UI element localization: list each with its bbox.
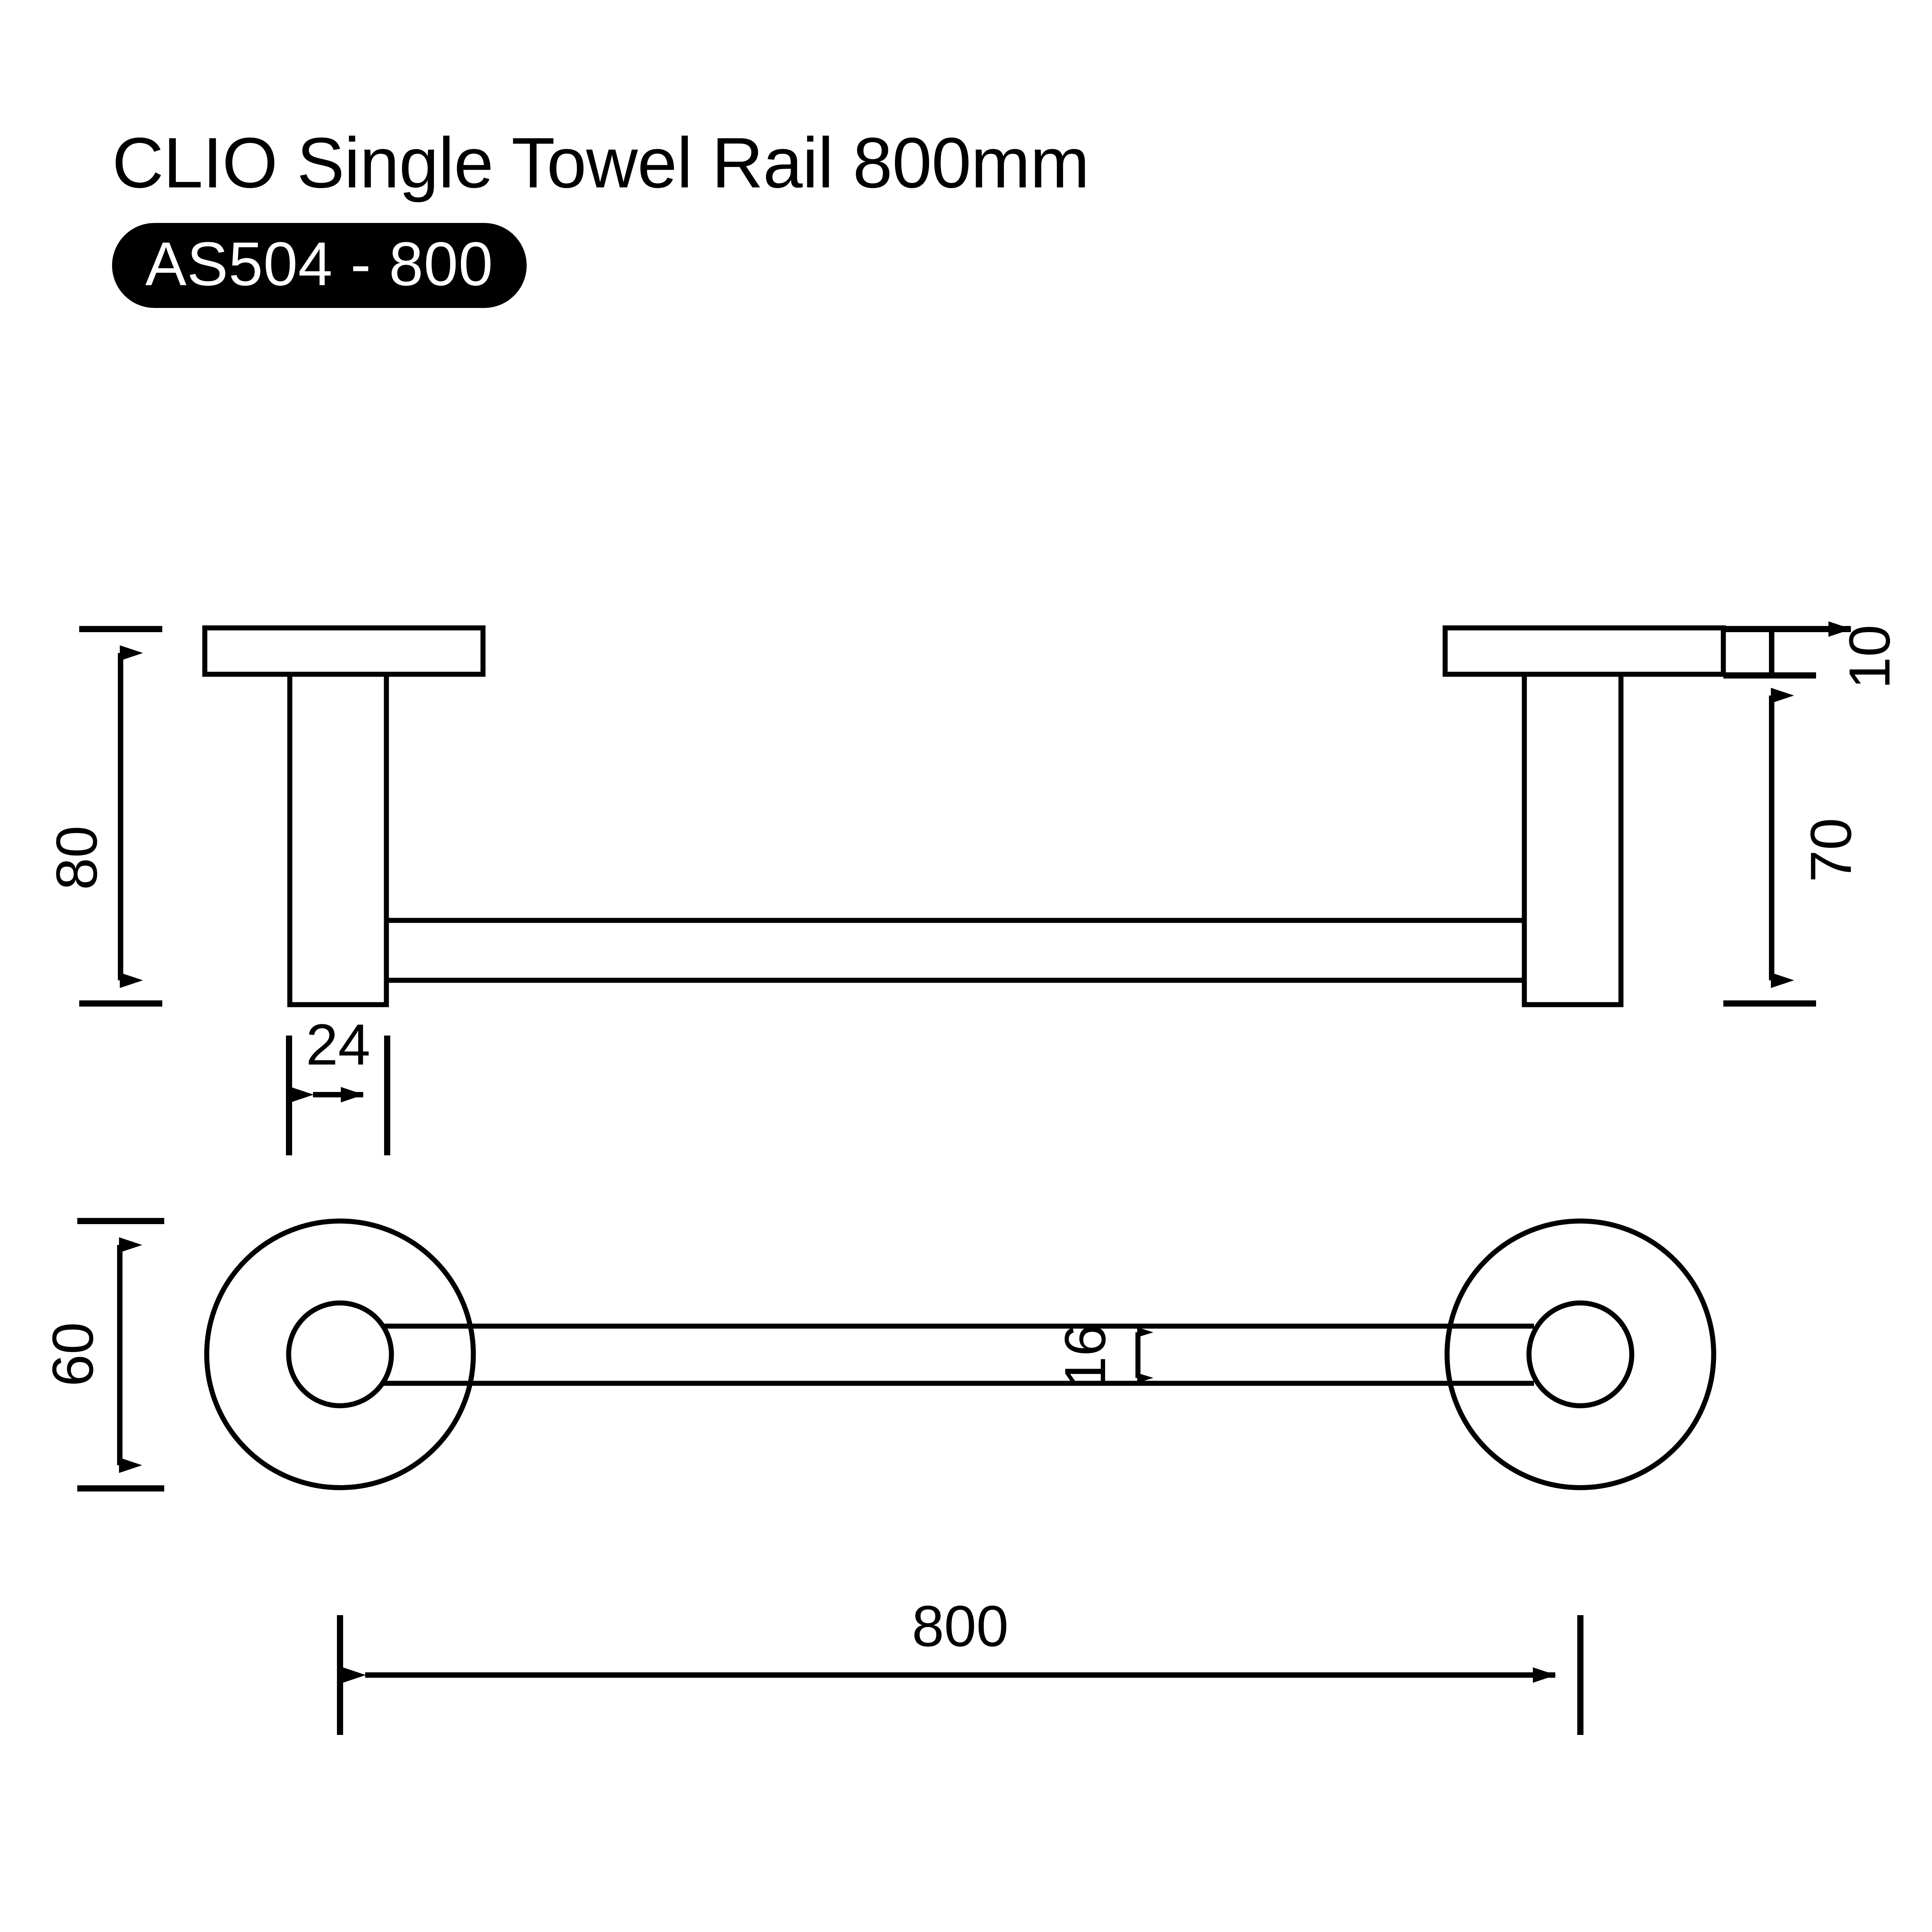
right-flange-inner-circle: [1526, 1300, 1634, 1408]
side-elevation-view: 80 10 70 24: [44, 621, 1902, 1155]
model-code-badge: AS504 - 800: [112, 223, 527, 308]
dimension-post-height: 70: [1723, 688, 1863, 1007]
left-flange-inner-circle: [286, 1300, 394, 1408]
dimension-rail-diameter: 16: [1053, 1324, 1153, 1389]
left-post: [287, 672, 389, 1007]
right-post: [1522, 672, 1624, 1007]
dimension-label-800: 800: [912, 1594, 1009, 1658]
rail-tube-side: [386, 918, 1524, 983]
dimension-overall-height: 80: [44, 626, 162, 1007]
dimension-plate-thickness: 10: [1723, 621, 1902, 689]
dimension-overall-length: 800: [337, 1594, 1583, 1735]
left-flange-plate: [202, 625, 486, 677]
dimension-label-24: 24: [306, 1012, 371, 1077]
title-block: CLIO Single Towel Rail 800mm AS504 - 800: [112, 128, 1658, 308]
page-title: CLIO Single Towel Rail 800mm: [112, 123, 1090, 203]
left-bracket-side: [202, 625, 486, 1007]
dimension-label-16: 16: [1053, 1324, 1117, 1389]
right-flange-plate: [1442, 625, 1726, 677]
dimension-flange-diameter: 60: [40, 1218, 164, 1492]
right-flange-outer-circle: [1444, 1218, 1716, 1490]
dimension-label-80: 80: [44, 826, 109, 890]
dimension-label-70: 70: [1798, 818, 1863, 883]
plan-view: 60 16 800: [40, 1218, 1716, 1735]
right-flange-plan: [1444, 1218, 1716, 1490]
dimension-label-10: 10: [1837, 625, 1902, 689]
left-flange-outer-circle: [204, 1218, 476, 1490]
right-bracket-side: [1442, 625, 1726, 1007]
dimension-post-width: 24: [286, 1012, 390, 1155]
rail-tube-plan: [377, 1323, 1534, 1386]
dimension-label-60: 60: [40, 1322, 105, 1387]
left-flange-plan: [204, 1218, 476, 1490]
